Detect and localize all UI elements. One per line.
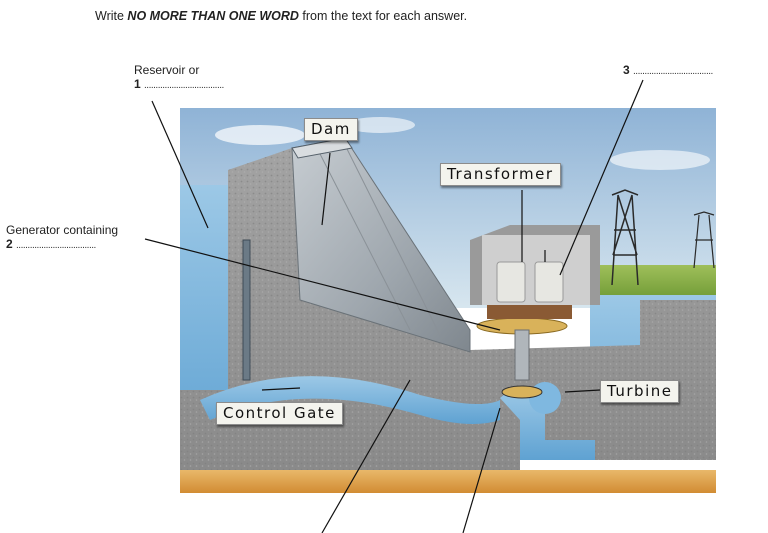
instruction-emphasis: NO MORE THAN ONE WORD [127, 9, 299, 23]
pointer-line-turbine [564, 389, 601, 393]
transformer-label: Transformer [440, 163, 561, 186]
question-1-text: Reservoir or [134, 63, 200, 77]
outflow-channel [500, 388, 595, 460]
pointer-line-1 [151, 100, 209, 229]
question-1-blank: ................................... [144, 80, 224, 91]
question-1-label: Reservoir or 1 .........................… [134, 63, 224, 93]
pointer-line-5 [462, 407, 501, 533]
pointer-lines [144, 79, 644, 533]
question-1-answer-line[interactable]: 1 ................................... [134, 77, 224, 93]
dam-face-line [344, 144, 441, 336]
instruction-prefix: Write [95, 9, 128, 23]
pointer-line-2 [144, 238, 501, 331]
cloud [215, 125, 305, 145]
dam-label: Dam [304, 118, 358, 141]
question-2-blank: ................................... [16, 240, 96, 251]
control-gate-label: Control Gate [216, 402, 343, 425]
dam-crest-railing [291, 137, 353, 159]
question-2-number: 2 [6, 237, 13, 251]
transformer-coil-left [496, 261, 526, 303]
turbine-wheel [501, 385, 543, 399]
pointer-line-dam [321, 152, 331, 226]
control-gate-shaft [242, 239, 251, 381]
pointer-line-4 [321, 379, 411, 533]
question-2-label: Generator containing 2 .................… [6, 223, 118, 253]
pointer-line-3 [559, 79, 644, 276]
turbine-label: Turbine [600, 380, 680, 403]
instruction-suffix: from the text for each answer. [298, 9, 468, 23]
grass-field [580, 265, 716, 300]
power-pylon [611, 189, 639, 286]
power-pylon [693, 211, 715, 269]
cloud [345, 117, 415, 133]
question-3-answer-line[interactable]: 3 ................................... [623, 63, 713, 79]
question-2-text: Generator containing [6, 223, 119, 237]
instruction-text: Write NO MORE THAN ONE WORD from the tex… [95, 9, 467, 23]
question-1-number: 1 [134, 77, 141, 91]
pointer-line-control-gate [261, 387, 301, 391]
question-2-answer-line[interactable]: 2 ................................... [6, 237, 118, 253]
penstock-channel [200, 376, 500, 424]
question-3-label: 3 ................................... [623, 63, 713, 79]
cloud [610, 150, 710, 170]
question-3-number: 3 [623, 63, 630, 77]
generator-housing [487, 305, 572, 319]
transformer-coil-right [534, 261, 564, 303]
ground-strip [180, 470, 716, 493]
turbine-shaft [514, 329, 530, 381]
question-3-blank: ................................... [633, 66, 713, 77]
dam-face-line [317, 149, 411, 331]
